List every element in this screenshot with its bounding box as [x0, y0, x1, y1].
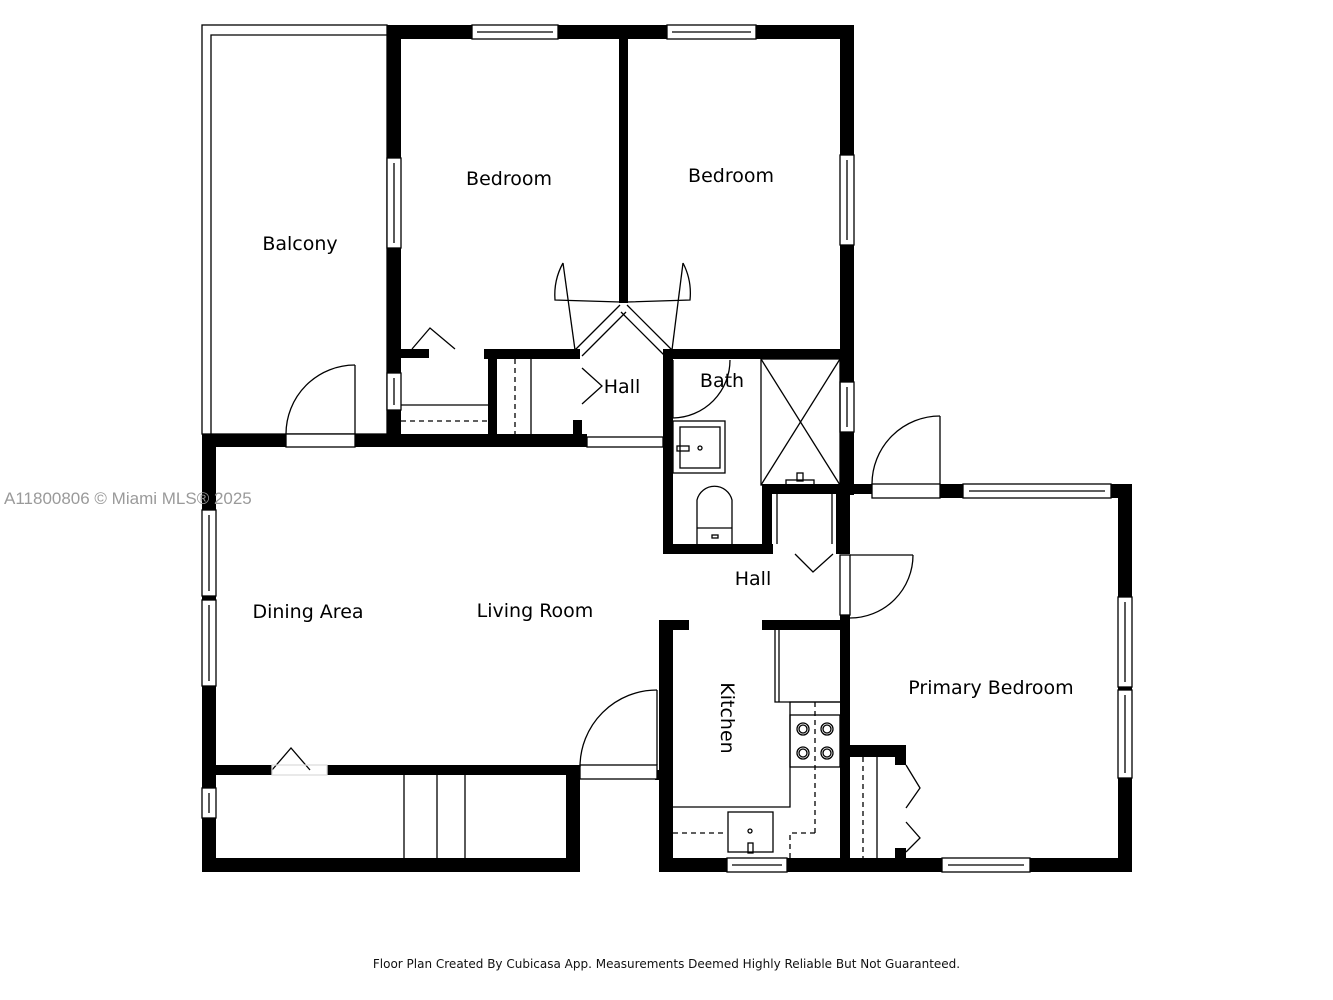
- room-label-balcony: Balcony: [262, 233, 337, 255]
- footer-disclaimer: Floor Plan Created By Cubicasa App. Meas…: [372, 957, 961, 971]
- room-label-hall-lower: Hall: [735, 568, 772, 590]
- room-label-bath: Bath: [700, 370, 744, 392]
- room-labels: Balcony Bedroom Bedroom Hall Bath Hall D…: [252, 165, 1073, 754]
- room-label-kitchen: Kitchen: [716, 682, 738, 753]
- walls: [202, 25, 1132, 872]
- room-label-primary-bedroom: Primary Bedroom: [908, 677, 1073, 699]
- mls-watermark: A11800806 © Miami MLS® 2025: [4, 489, 252, 508]
- room-label-bedroom-2: Bedroom: [688, 165, 774, 187]
- room-label-dining-area: Dining Area: [252, 601, 363, 623]
- room-label-living-room: Living Room: [477, 600, 594, 622]
- room-label-hall-upper: Hall: [604, 376, 641, 398]
- room-label-bedroom-1: Bedroom: [466, 168, 552, 190]
- thin-lines: [201, 24, 1133, 873]
